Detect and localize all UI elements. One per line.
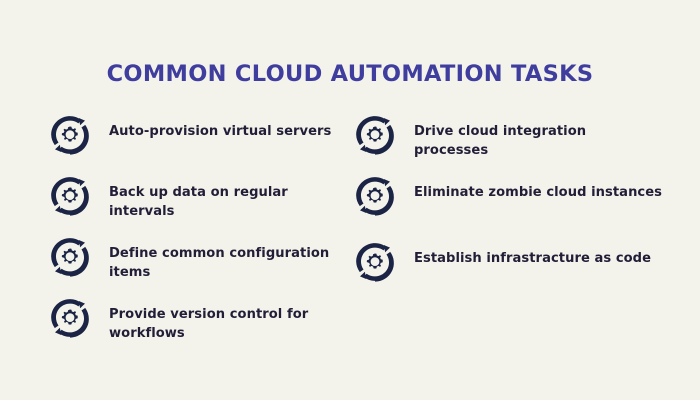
task-list-left-column: Auto-provision virtual servers Back up d… — [48, 112, 348, 356]
page-title: COMMON CLOUD AUTOMATION TASKS — [106, 61, 594, 87]
list-item[interactable]: Auto-provision virtual servers — [48, 112, 348, 173]
gear-refresh-icon — [48, 235, 92, 279]
list-item[interactable]: Define common configuration items — [48, 234, 348, 295]
list-item-label: Auto-provision virtual servers — [109, 124, 332, 139]
list-item[interactable]: Establish infrastracture as code — [353, 239, 673, 300]
list-item[interactable]: Eliminate zombie cloud instances — [353, 173, 673, 234]
list-item-label: Define common configuration items — [109, 246, 330, 280]
gear-refresh-icon — [353, 240, 397, 284]
gear-refresh-icon — [48, 296, 92, 340]
list-item[interactable]: Back up data on regular intervals — [48, 173, 348, 234]
list-item-label: Provide version control for workflows — [109, 307, 309, 341]
list-item-label: Back up data on regular intervals — [109, 185, 288, 219]
list-item-label: Eliminate zombie cloud instances — [414, 185, 663, 200]
list-item[interactable]: Drive cloud integration processes — [353, 112, 673, 173]
task-list-right-column: Drive cloud integration processes Elimin… — [353, 112, 673, 300]
gear-refresh-icon — [48, 113, 92, 157]
list-item-label: Establish infrastracture as code — [414, 251, 652, 266]
gear-refresh-icon — [353, 113, 397, 157]
gear-refresh-icon — [353, 174, 397, 218]
list-item[interactable]: Provide version control for workflows — [48, 295, 348, 356]
gear-refresh-icon — [48, 174, 92, 218]
list-item-label: Drive cloud integration processes — [414, 124, 587, 158]
